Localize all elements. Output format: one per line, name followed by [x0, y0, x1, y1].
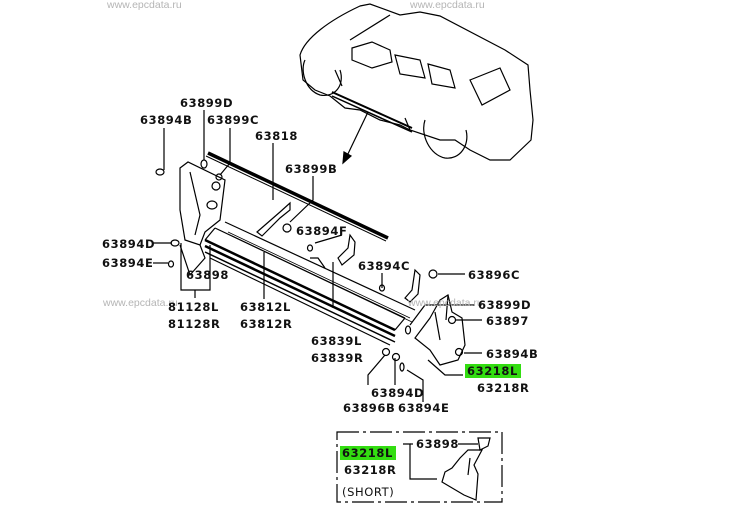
front-mudguard-bracket: [180, 162, 225, 275]
inset-note-short: (SHORT): [342, 485, 395, 499]
part-label-63839r[interactable]: 63839R: [311, 351, 364, 365]
molding-strip: [206, 153, 388, 241]
watermark: www.epcdata.ru: [103, 297, 178, 309]
part-label-63899b[interactable]: 63899B: [285, 162, 338, 176]
part-label-63898[interactable]: 63898: [186, 268, 230, 282]
part-label-63812r[interactable]: 63812R: [240, 317, 293, 331]
part-label-63899c[interactable]: 63899C: [207, 113, 260, 127]
part-label-81128r[interactable]: 81128R: [168, 317, 221, 331]
inset-part-label-63218r[interactable]: 63218R: [344, 463, 397, 477]
part-label-63894f[interactable]: 63894F: [296, 224, 348, 238]
part-label-63894d[interactable]: 63894D: [102, 237, 156, 251]
part-label-63899d[interactable]: 63899D: [180, 96, 234, 110]
part-label-63896c[interactable]: 63896C: [468, 268, 521, 282]
part-label-63894e-bottom[interactable]: 63894E: [398, 401, 450, 415]
watermark: www.epcdata.ru: [410, 0, 485, 11]
part-label-63218l-highlighted[interactable]: 63218L: [465, 364, 521, 378]
part-label-63894b[interactable]: 63894B: [140, 113, 193, 127]
fasteners: [156, 160, 463, 371]
part-label-63894c[interactable]: 63894C: [358, 259, 411, 273]
part-label-63818[interactable]: 63818: [255, 129, 299, 143]
part-label-63218r[interactable]: 63218R: [477, 381, 530, 395]
part-label-63894b-right[interactable]: 63894B: [486, 347, 539, 361]
vehicle-illustration: [300, 4, 533, 160]
rear-mudguard: [415, 295, 465, 365]
watermark: www.epcdata.ru: [107, 0, 182, 11]
part-label-63897[interactable]: 63897: [486, 314, 530, 328]
part-label-63894d-bottom[interactable]: 63894D: [371, 386, 425, 400]
inset-part-label-63898[interactable]: 63898: [416, 437, 460, 451]
leader-lines: [153, 110, 482, 402]
part-label-63839l[interactable]: 63839L: [311, 334, 362, 348]
part-label-63894e[interactable]: 63894E: [102, 256, 154, 270]
side-sill-panel: [205, 222, 415, 345]
part-label-63899d-right[interactable]: 63899D: [478, 298, 532, 312]
part-label-81128l[interactable]: 81128L: [168, 300, 219, 314]
inset-part-label-63218l-highlighted[interactable]: 63218L: [340, 446, 396, 460]
inset-frame: [337, 432, 502, 502]
part-label-63896b[interactable]: 63896B: [343, 401, 396, 415]
watermark: www.epcdata.ru: [408, 297, 483, 309]
part-label-63812l[interactable]: 63812L: [240, 300, 291, 314]
